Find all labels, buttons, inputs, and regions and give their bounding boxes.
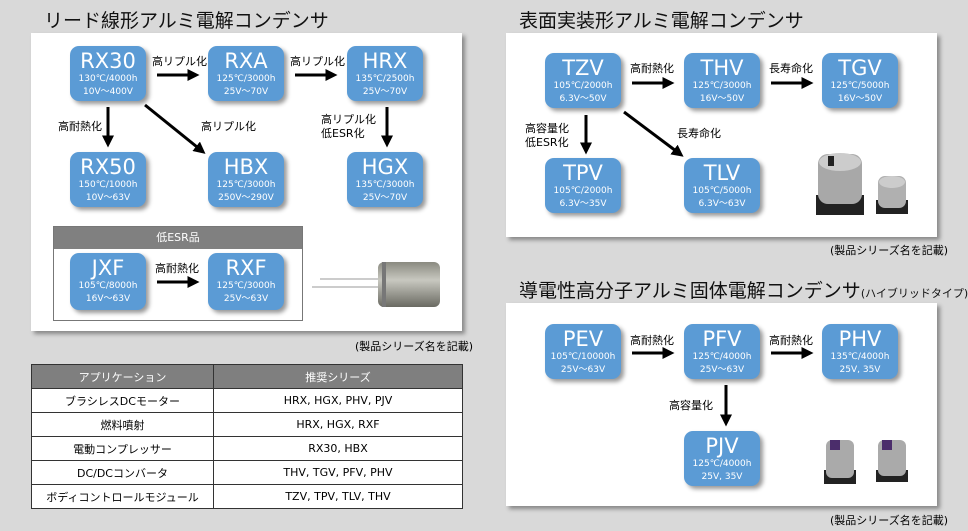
arrow-label: 高耐熱化	[630, 334, 674, 347]
polymer-title: 導電性高分子アルミ固体電解コンデンサ(ハイブリッドタイプ)	[519, 276, 968, 303]
smd-title: 表面実装形アルミ電解コンデンサ	[519, 10, 804, 32]
arrow-label: 高容量化	[525, 122, 569, 135]
smd-capacitor-image	[816, 153, 908, 215]
arrow-label: 低ESR化	[321, 127, 365, 140]
arrow-label: 長寿命化	[769, 62, 813, 75]
arrow-label: 高リプル化	[290, 55, 345, 68]
arrow-label: 高リプル化	[201, 120, 256, 133]
low-esr-header: 低ESR品	[54, 227, 302, 249]
table-header: アプリケーション	[31, 364, 214, 389]
arrow-label: 高容量化	[669, 399, 713, 412]
arrow-label: 長寿命化	[677, 127, 721, 140]
lead-title: リード線形アルミ電解コンデンサ	[44, 10, 329, 32]
polymer-subtitle: (ハイブリッドタイプ)	[860, 287, 968, 300]
smd-note: (製品シリーズ名を記載)	[830, 244, 949, 257]
arrow-label: 高耐熱化	[58, 120, 102, 133]
lead-note: (製品シリーズ名を記載)	[355, 340, 474, 353]
arrow-label: 高耐熱化	[630, 62, 674, 75]
arrow-label: 低ESR化	[525, 136, 569, 149]
polymer-capacitor-image	[824, 440, 908, 484]
radial-capacitor-image	[312, 262, 440, 307]
arrow-label: 高耐熱化	[155, 262, 199, 275]
polymer-title-text: 導電性高分子アルミ固体電解コンデンサ	[519, 280, 861, 302]
polymer-note: (製品シリーズ名を記載)	[830, 514, 949, 527]
table-header: 推奨シリーズ	[213, 364, 463, 389]
arrow-label: 高耐熱化	[769, 334, 813, 347]
arrow-label: 高リプル化	[321, 113, 376, 126]
arrow-label: 高リプル化	[152, 55, 207, 68]
